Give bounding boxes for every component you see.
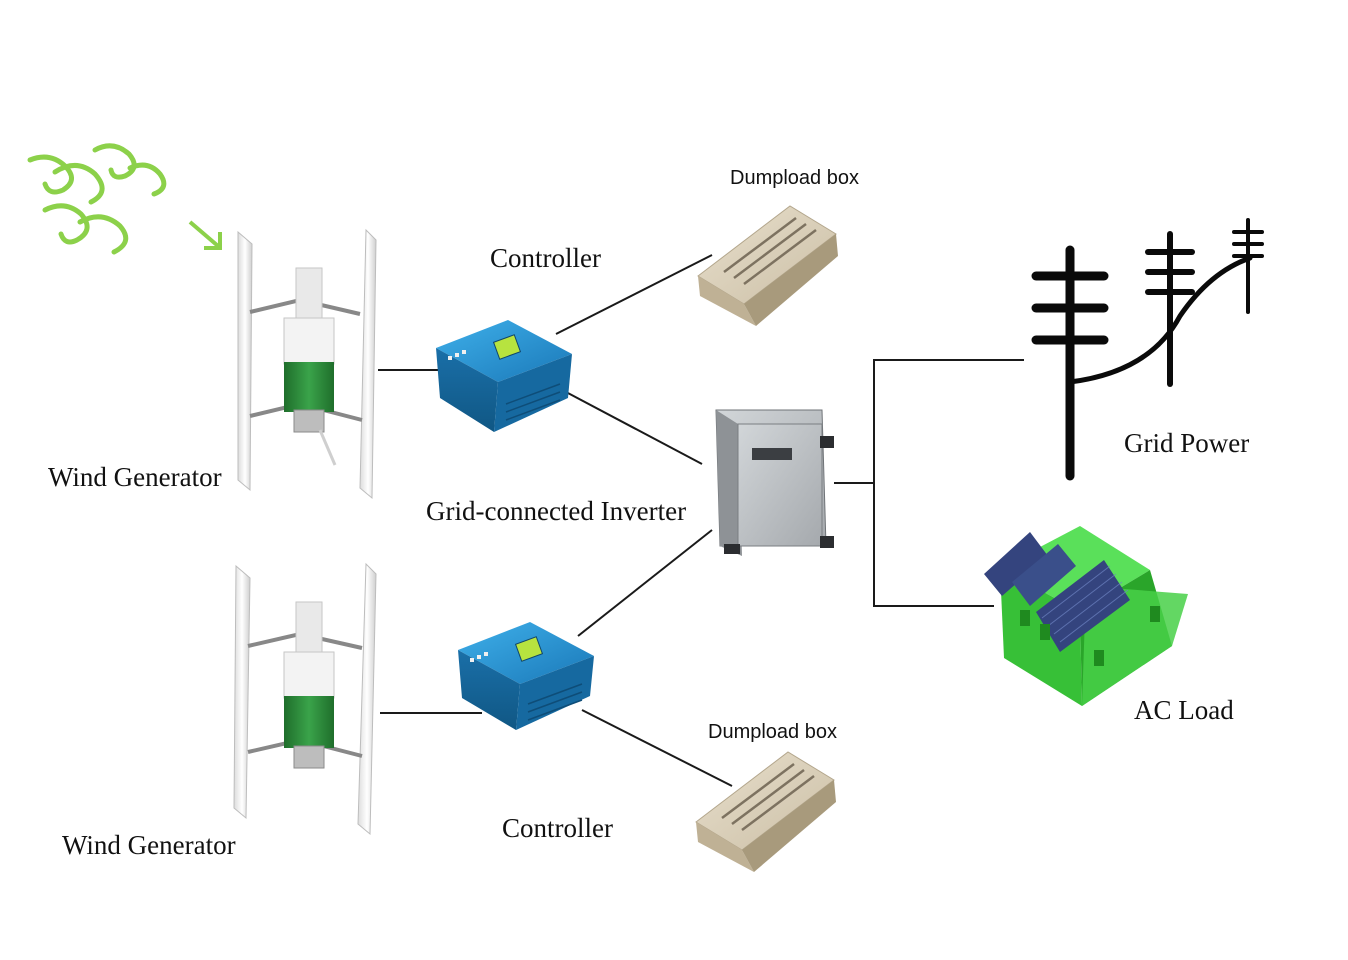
dumpload-box-bottom — [695, 751, 836, 872]
wind-arrow-icon — [188, 220, 222, 250]
grid-connected-inverter — [715, 409, 834, 556]
controller-top — [436, 320, 572, 432]
controller-top-label: Controller — [490, 243, 601, 273]
wind-generator-bottom-label: Wind Generator — [62, 830, 236, 860]
wire-controller2-dumpload2 — [581, 709, 733, 787]
wire-controller2-inverter — [577, 529, 713, 637]
dumpload-box-top — [697, 205, 838, 326]
controller-bottom — [458, 622, 594, 730]
wire-controller1-inverter — [565, 391, 703, 465]
ac-load-label: AC Load — [1134, 695, 1234, 725]
controller-bottom-label: Controller — [502, 813, 613, 843]
dumpload-bottom-label: Dumpload box — [708, 721, 837, 743]
wire-controller1-dumpload1 — [555, 254, 713, 335]
wind-generator-top-label: Wind Generator — [48, 462, 222, 492]
inverter-label: Grid-connected Inverter — [426, 496, 686, 526]
wind-icon — [27, 143, 167, 255]
connection-wires — [378, 254, 1024, 787]
grid-power-label: Grid Power — [1124, 428, 1249, 458]
ac-load-house-icon — [984, 526, 1188, 706]
wind-generator-top — [237, 228, 377, 500]
wire-inverter-grid — [834, 359, 1024, 484]
grid-power-icon — [1031, 218, 1264, 481]
wire-inverter-load — [873, 483, 994, 607]
dumpload-top-label: Dumpload box — [730, 167, 859, 189]
wind-generator-bottom — [233, 562, 377, 836]
